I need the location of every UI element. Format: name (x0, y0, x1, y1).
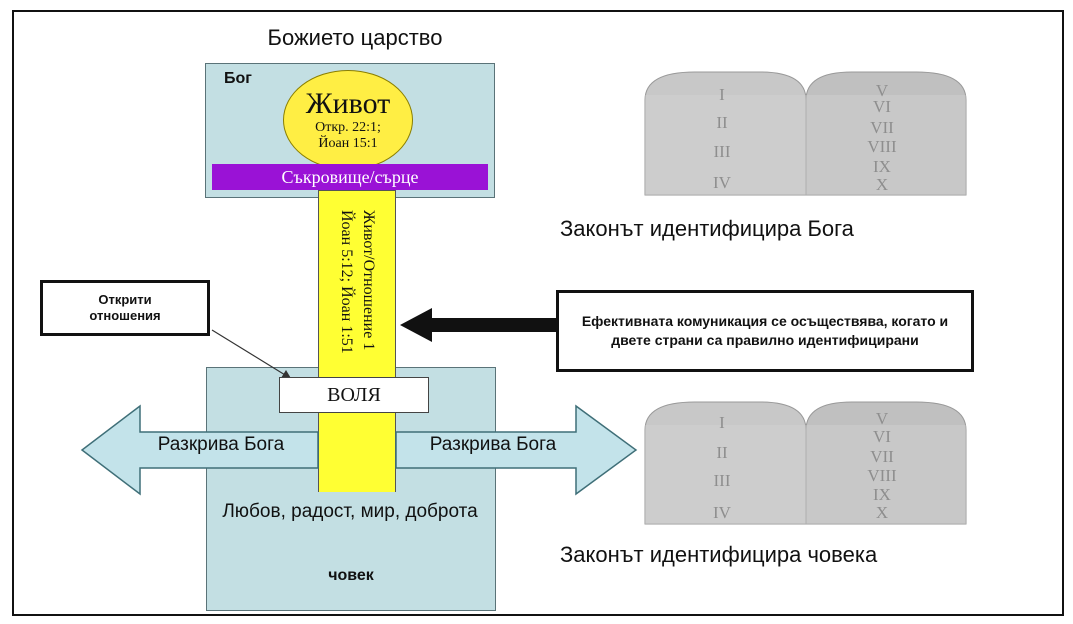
tablet-man-numeral-1: I (719, 413, 725, 432)
tablet-god-numeral-7: VII (870, 118, 894, 137)
man-label: човек (328, 567, 374, 584)
open-relations-box: Открити отношения (40, 280, 210, 336)
communication-arrow (400, 308, 556, 342)
pillar-text: Живот/Отношение 1 Йоан 5:12; Йоан 1:51 (338, 210, 377, 354)
diagram-frame (12, 10, 1064, 616)
fruits-text: Любов, радост, мир, доброта (222, 501, 478, 522)
reveals-god-right-label: Разкрива Бога (429, 434, 557, 455)
kingdom-title: Божието царство (267, 25, 443, 50)
tablet-god-numeral-10: X (876, 175, 888, 194)
tablet-man-numeral-7: VII (870, 447, 894, 466)
tablet-man-numeral-2: II (716, 443, 728, 462)
tablet-man-numeral-4: IV (713, 503, 732, 522)
tablet-man (644, 401, 967, 525)
tablet-man-numeral-6: VI (873, 427, 891, 446)
open-relations-line-2: отношения (89, 308, 161, 323)
open-relations-pointer (211, 329, 291, 379)
law-identifies-god-caption: Законът идентифицира Бога (560, 216, 854, 241)
tablet-god-numeral-3: III (714, 142, 731, 161)
reveals-right-arrow (395, 404, 638, 496)
tablet-man-numeral-10: X (876, 503, 888, 522)
life-title: Живот (305, 87, 391, 120)
tablet-god-numeral-6: VI (873, 97, 891, 116)
reveals-god-left-label: Разкрива Бога (157, 434, 285, 455)
life-reference-1: Откр. 22:1; (315, 120, 381, 135)
tablet-man-numeral-3: III (714, 471, 731, 490)
tablet-man-numeral-8: VIII (867, 466, 897, 485)
tablet-god-numeral-5: V (876, 81, 889, 100)
tablet-god (644, 71, 967, 196)
treasure-heart-bar: Съкровище/сърце (212, 164, 488, 190)
open-relations-line-1: Открити (98, 292, 152, 307)
reveals-left-arrow (80, 404, 319, 496)
law-identifies-man-caption: Законът идентифицира човека (560, 542, 878, 567)
life-circle: Живот Откр. 22:1; Йоан 15:1 (283, 70, 413, 170)
tablet-god-numeral-9: IX (873, 157, 891, 176)
tablet-god-numeral-4: IV (713, 173, 732, 192)
tablet-god-numeral-1: I (719, 85, 725, 104)
tablet-god-numeral-2: II (716, 113, 728, 132)
will-box: ВОЛЯ (279, 377, 429, 413)
god-label: Бог (224, 70, 252, 87)
tablet-man-numeral-9: IX (873, 485, 891, 504)
tablet-god-numeral-8: VIII (867, 137, 897, 156)
tablet-man-numeral-5: V (876, 409, 889, 428)
communication-note-box: Ефективната комуникация се осъществява, … (556, 290, 974, 372)
life-reference-2: Йоан 15:1 (318, 136, 378, 151)
